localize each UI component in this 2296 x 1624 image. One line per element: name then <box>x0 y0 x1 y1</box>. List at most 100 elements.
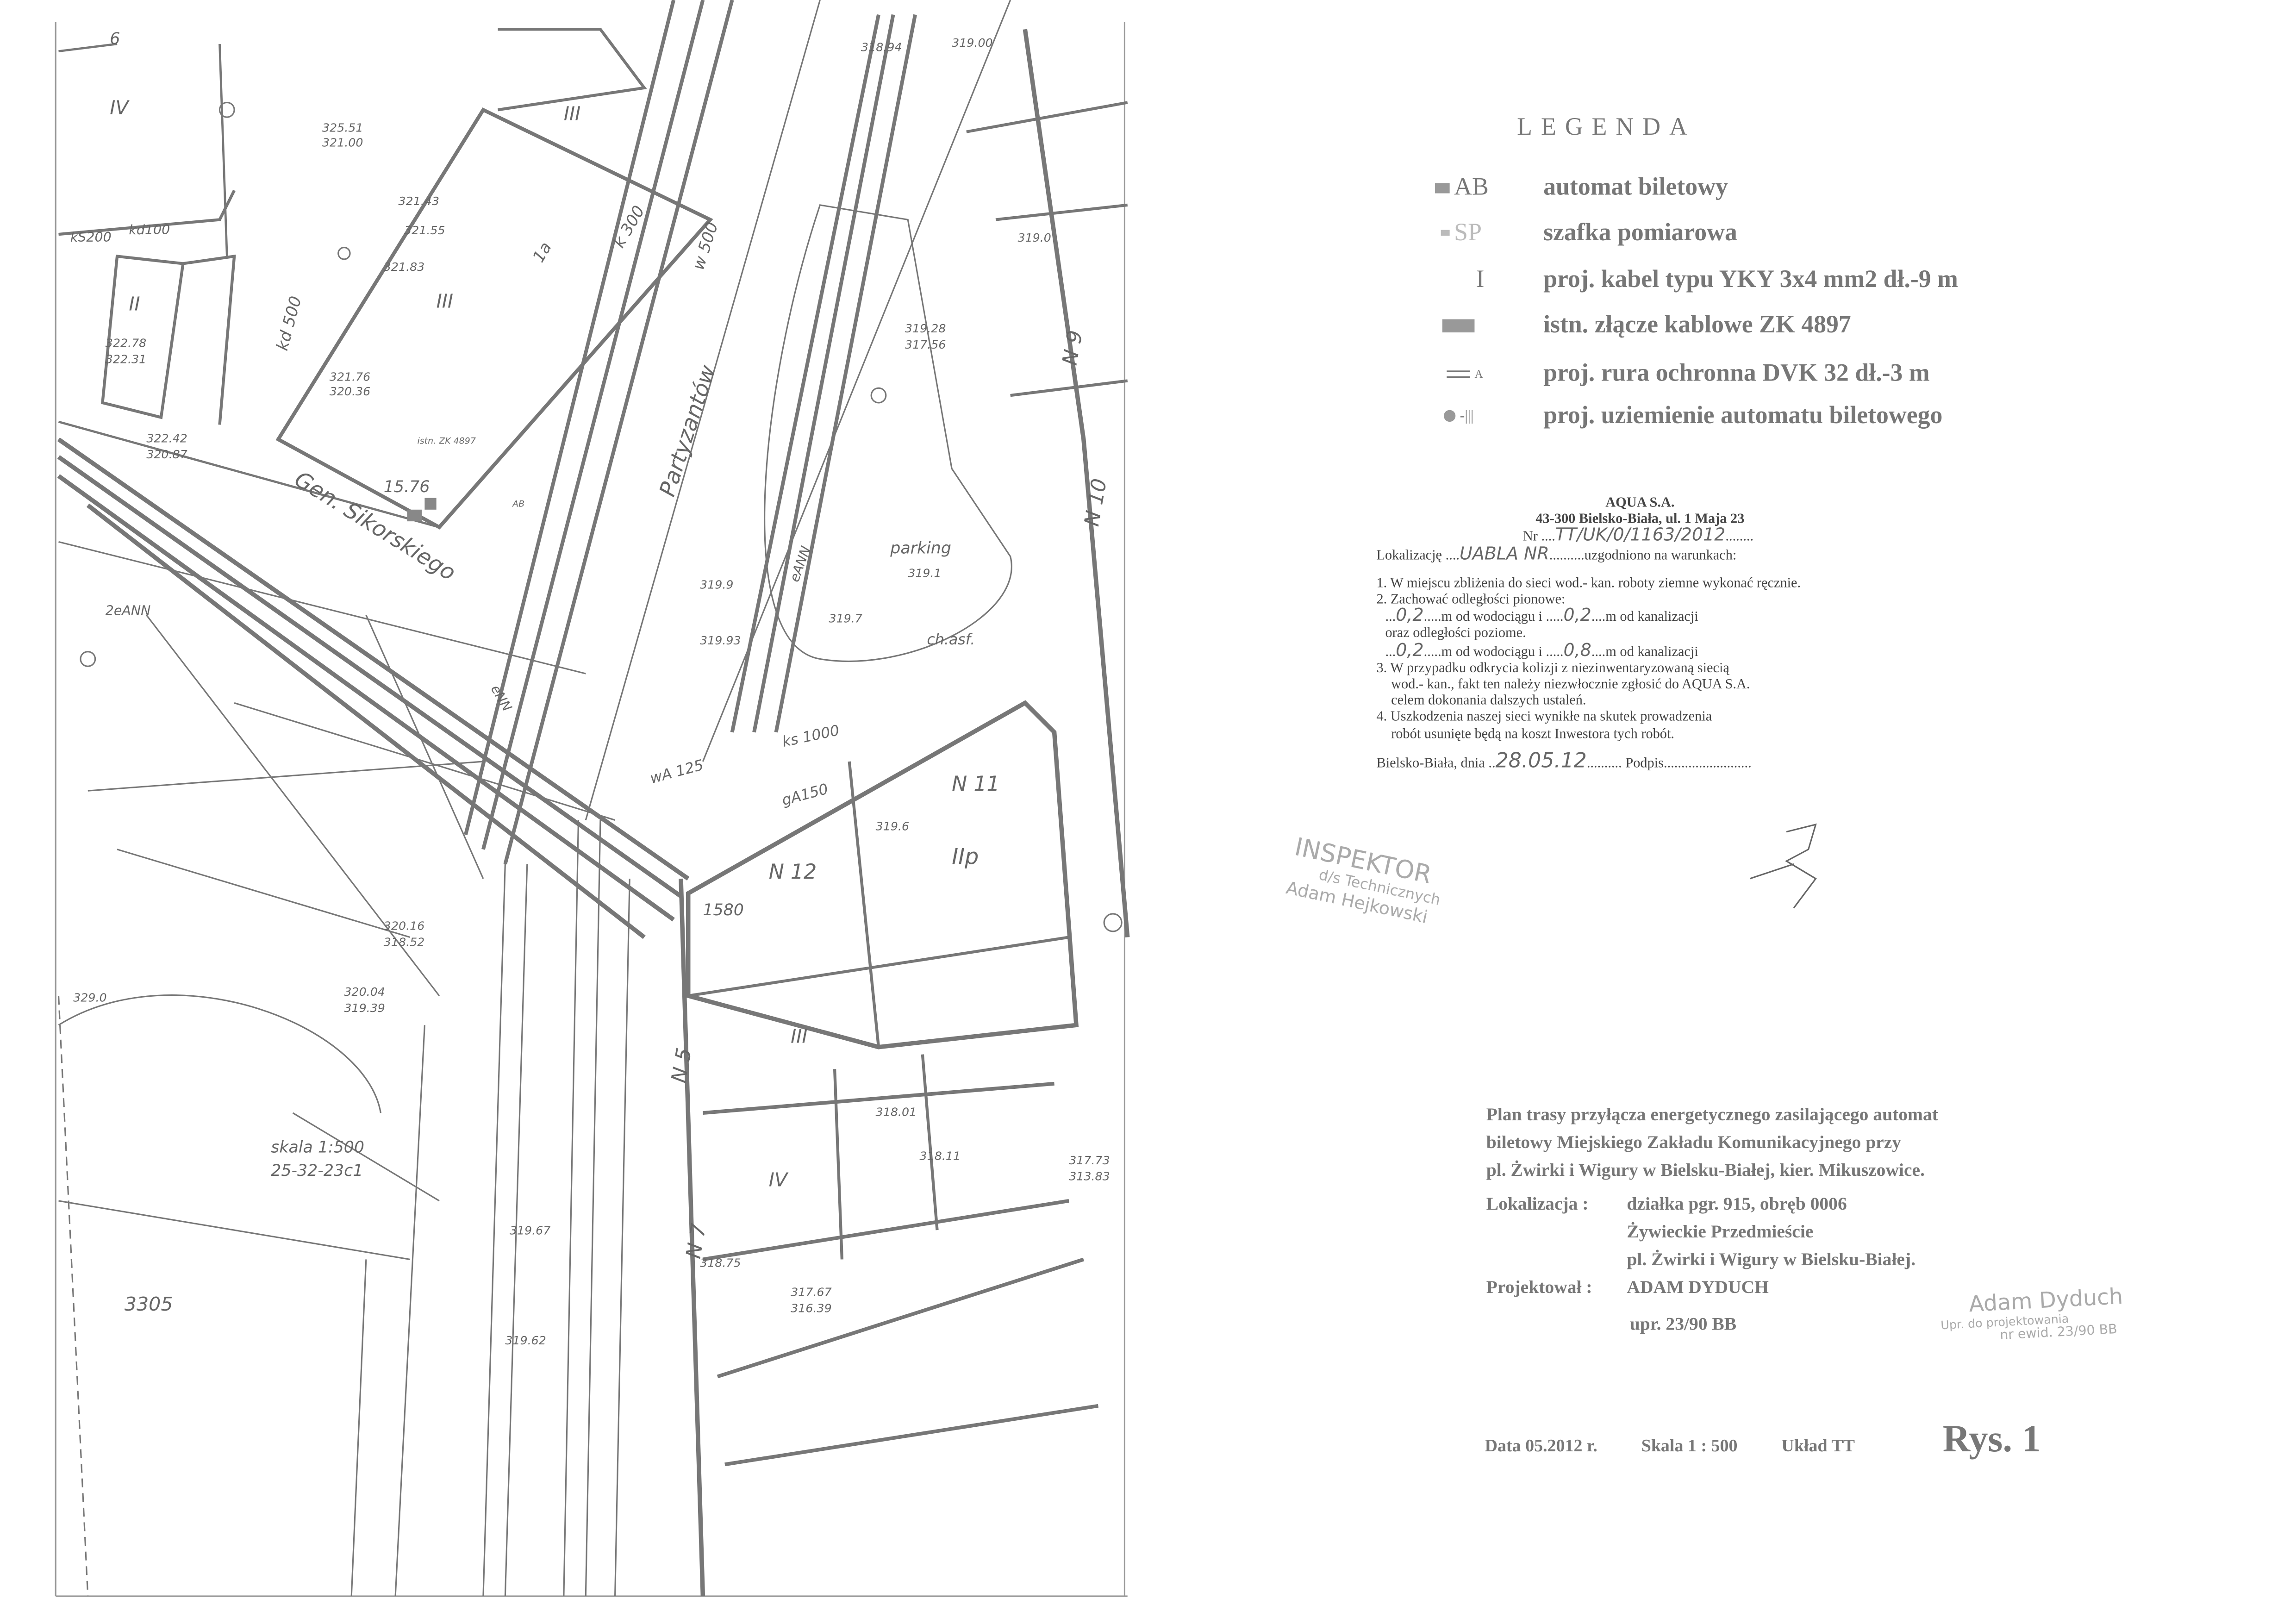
elevation: 318.01 <box>876 1105 917 1118</box>
site-map: Partyzantów Gen. Sikorskiego parking ch.… <box>55 0 1130 1597</box>
elevation: 319.7 <box>829 612 862 625</box>
ticket-machine-icon: AB <box>1435 173 1543 202</box>
label-parking: parking <box>890 539 951 558</box>
elevation: 321.43 <box>398 194 439 208</box>
condition-4: 4. Uszkodzenia naszej sieci wynikłe na s… <box>1376 709 1712 726</box>
legend-text: proj. rura ochronna DVK 32 dł.-3 m <box>1543 359 1930 387</box>
meter-cabinet-icon: SP <box>1435 218 1543 247</box>
signature-label: Podpis <box>1625 755 1664 772</box>
title-line: Plan trasy przyłącza energetycznego zasi… <box>1486 1104 1938 1125</box>
elevation: 321.55 <box>404 224 445 237</box>
legend-item: -||| proj. uziemienie automatu biletoweg… <box>1435 400 1942 432</box>
tree-symbol <box>1103 913 1123 932</box>
label-parcel-3305: 3305 <box>125 1293 173 1315</box>
elevation: 320.16 <box>384 919 425 933</box>
label-sheet-scale: skala 1:500 <box>271 1138 364 1157</box>
elevation: 319.0 <box>1017 231 1051 244</box>
protective-pipe-icon: A <box>1435 367 1543 380</box>
tree-symbol <box>218 101 235 118</box>
elevation: 325.51 <box>322 121 363 135</box>
from-water-text: m od wodociągu i <box>1441 643 1542 660</box>
network-system: Układ TT <box>1781 1435 1855 1456</box>
horizontal-text: oraz odległości poziome. <box>1385 626 1526 642</box>
legend-item: istn. złącze kablowe ZK 4897 <box>1435 309 1851 341</box>
elevation: 329.0 <box>73 991 106 1005</box>
designer-label: Projektował : <box>1486 1277 1592 1298</box>
label-1580: 1580 <box>703 901 744 919</box>
location-value: działka pgr. 915, obręb 0006 <box>1627 1193 1847 1214</box>
label-ab: AB <box>512 499 524 509</box>
horizontal-sewer-value: 0,8 <box>1563 639 1591 660</box>
elevation: 322.31 <box>106 352 147 366</box>
elevation: 318.52 <box>384 935 425 949</box>
approval-date: 28.05.12 <box>1495 750 1587 773</box>
elevation: 319.1 <box>908 566 941 580</box>
manhole-symbol <box>337 247 351 260</box>
legend-item: SP szafka pomiarowa <box>1435 217 1737 249</box>
elevation: 319.6 <box>876 820 909 833</box>
aqua-address: 43-300 Bielsko-Biała, ul. 1 Maja 23 <box>1535 511 1745 528</box>
horizontal-water-value: 0,2 <box>1396 639 1424 660</box>
label-2eann: 2eANN <box>106 603 151 618</box>
condition-1: 1. W miejscu zbliżenia do sieci wod.- ka… <box>1376 575 1801 592</box>
label-class-iv: IV <box>769 1168 789 1191</box>
elevation: 317.67 <box>791 1286 832 1299</box>
designer-license: upr. 23/90 BB <box>1629 1313 1737 1334</box>
label-ks200: kS200 <box>70 230 112 245</box>
elevation: 321.83 <box>384 260 425 274</box>
condition-2: 2. Zachować odległości pionowe: <box>1376 592 1566 608</box>
ticket-machine-symbol <box>424 498 437 510</box>
street-label-partyzantow: Partyzantów <box>655 362 721 500</box>
elevation: 319.00 <box>952 36 993 50</box>
label-15-76: 15.76 <box>384 478 430 496</box>
condition-3: 3. W przypadku odkrycia kolizji z niezin… <box>1376 660 1729 676</box>
cable-joint-symbol <box>407 509 422 522</box>
condition-3-cont: celem dokonania dalszych ustaleń. <box>1391 693 1586 709</box>
label-existing-zk: istn. ZK 4897 <box>418 436 476 446</box>
location-value: pl. Żwirki i Wigury w Bielsku-Białej. <box>1627 1249 1916 1270</box>
label-ks1000: ks 1000 <box>781 722 841 750</box>
designer-stamp: Adam Dyduch Upr. do projektowania nr ewi… <box>1939 1279 2205 1347</box>
vertical-water-value: 0,2 <box>1396 605 1424 626</box>
elevation: 318.94 <box>861 41 902 54</box>
vertical-sewer-value: 0,2 <box>1563 605 1591 626</box>
label-wa125: wA 125 <box>648 757 705 787</box>
condition-4-cont: robót usunięte będą na koszt Inwestora t… <box>1391 725 1674 742</box>
from-sewer-text: m od kanalizacji <box>1605 609 1698 626</box>
label-class-ii: II <box>129 293 140 315</box>
legend-symbol: AB <box>1454 173 1489 201</box>
cable-icon: I <box>1435 265 1543 294</box>
cable-joint-icon <box>1435 319 1543 332</box>
label-n12: N 12 <box>769 860 817 884</box>
title-line: pl. Żwirki i Wigury w Bielsku-Białej, ki… <box>1486 1160 1925 1181</box>
drawing-date: Data 05.2012 r. <box>1485 1435 1597 1456</box>
elevation: 320.87 <box>146 448 187 461</box>
title-block: Plan trasy przyłącza energetycznego zasi… <box>1486 1101 1938 1338</box>
label-n7: N 7 <box>682 1222 711 1260</box>
label-class-iii: III <box>791 1025 807 1047</box>
label-parcel-6: 6 <box>110 30 120 48</box>
designer-name: ADAM DYDUCH <box>1627 1277 1769 1298</box>
tree-symbol <box>870 387 887 404</box>
label-class-iip: IIp <box>952 844 979 869</box>
map-symbols <box>80 101 1123 932</box>
legend-text: proj. uziemienie automatu biletowego <box>1543 401 1943 429</box>
elevation: 319.67 <box>510 1224 551 1237</box>
tree-symbol <box>80 651 96 667</box>
label-n11: N 11 <box>952 772 1000 796</box>
from-water-text: m od wodociągu i <box>1441 609 1542 626</box>
elevation: 318.75 <box>700 1256 741 1269</box>
legend-text: automat biletowy <box>1543 173 1728 201</box>
elevation: 322.42 <box>146 431 187 445</box>
elevation: 321.76 <box>330 370 371 383</box>
label-n5: N 5 <box>667 1046 696 1085</box>
label-n9: N 9 <box>1058 329 1087 367</box>
legend-symbol: I <box>1476 265 1485 293</box>
legend-title: LEGENDA <box>1517 112 1696 141</box>
elevation: 322.78 <box>106 337 147 350</box>
legend-text: istn. złącze kablowe ZK 4897 <box>1543 310 1851 338</box>
elevation: 316.39 <box>791 1301 832 1315</box>
drawing-footer: Data 05.2012 r. Skala 1 : 500 Układ TT R… <box>1485 1418 2041 1462</box>
elevation: 320.04 <box>344 985 385 999</box>
